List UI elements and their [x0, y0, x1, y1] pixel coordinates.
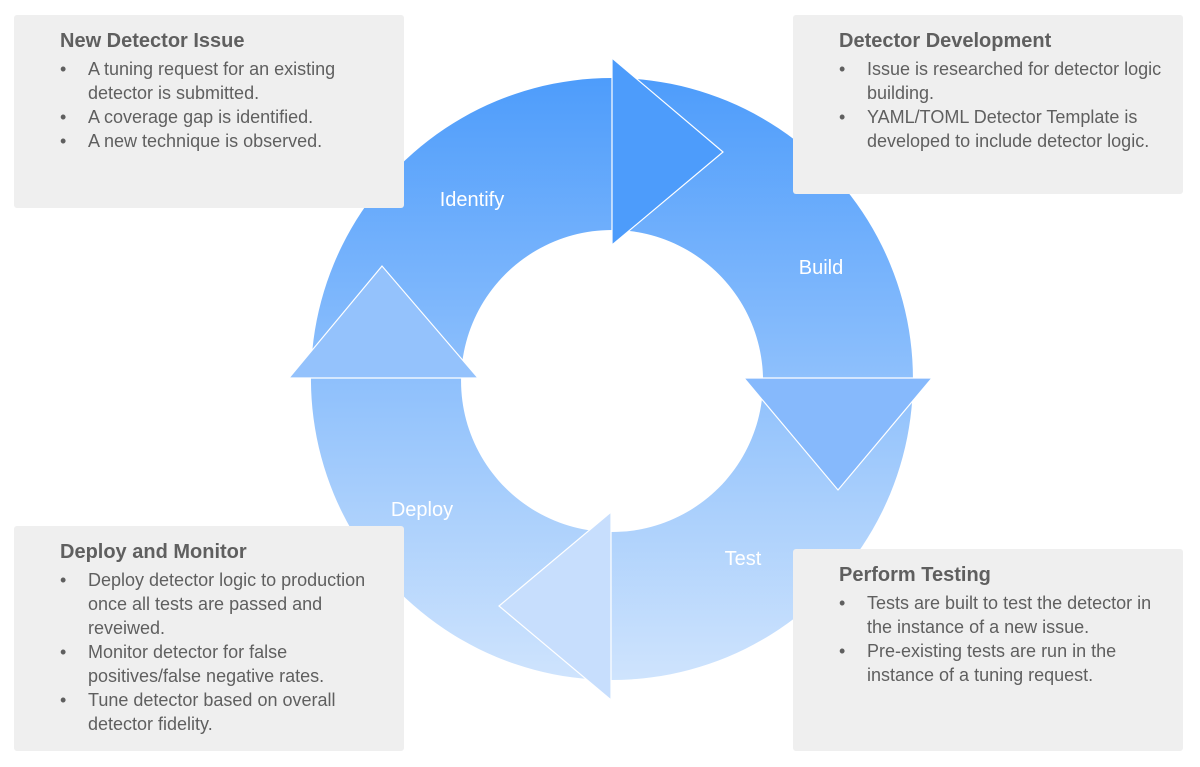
test-arrowhead [742, 377, 934, 491]
deploy-arrowhead [498, 510, 612, 702]
list-item: •Tune detector based on overall detector… [60, 690, 336, 734]
stage-label-deploy: Deploy [391, 499, 453, 521]
list-item: •A tuning request for an existing detect… [60, 59, 336, 103]
panel-new-detector-issue: New Detector Issue •A tuning request for… [14, 15, 404, 208]
list-item: •Issue is researched for detector logic … [839, 59, 1162, 103]
list-item: •Pre-existing tests are run in the insta… [839, 641, 1117, 685]
identify-arrowhead [287, 265, 480, 379]
bullet: • [839, 107, 846, 127]
bullet: • [839, 641, 846, 661]
list-item: •YAML/TOML Detector Template is develope… [839, 107, 1150, 151]
bullet: • [60, 107, 67, 127]
bullet: • [839, 59, 846, 79]
stage-label-identify: Identify [440, 189, 504, 211]
panel-deploy-and-monitor: Deploy and Monitor •Deploy detector logi… [14, 526, 404, 751]
panel-list: •Deploy detector logic to production onc… [60, 568, 384, 736]
panel-detector-development: Detector Development •Issue is researche… [793, 15, 1183, 194]
panel-perform-testing: Perform Testing •Tests are built to test… [793, 549, 1183, 751]
stage-label-test: Test [725, 548, 762, 570]
bullet: • [60, 642, 67, 662]
bullet: • [60, 570, 67, 590]
list-item: •A new technique is observed. [60, 131, 323, 151]
panel-title: New Detector Issue [60, 30, 245, 52]
panel-list: •Issue is researched for detector logic … [839, 57, 1163, 153]
panel-list: •A tuning request for an existing detect… [60, 57, 384, 153]
bullet: • [839, 593, 846, 613]
stage-label-build: Build [799, 257, 843, 279]
list-item: •A coverage gap is identified. [60, 107, 314, 127]
bullet: • [60, 131, 67, 151]
panel-title: Deploy and Monitor [60, 541, 247, 563]
panel-list: •Tests are built to test the detector in… [839, 591, 1163, 687]
bullet: • [60, 59, 67, 79]
panel-title: Detector Development [839, 30, 1052, 52]
panel-title: Perform Testing [839, 564, 991, 586]
list-item: •Deploy detector logic to production onc… [60, 570, 366, 638]
cycle-ring [310, 78, 913, 680]
list-item: •Monitor detector for false positives/fa… [60, 642, 325, 686]
build-arrowhead [611, 56, 724, 247]
list-item: •Tests are built to test the detector in… [839, 593, 1152, 637]
bullet: • [60, 690, 67, 710]
